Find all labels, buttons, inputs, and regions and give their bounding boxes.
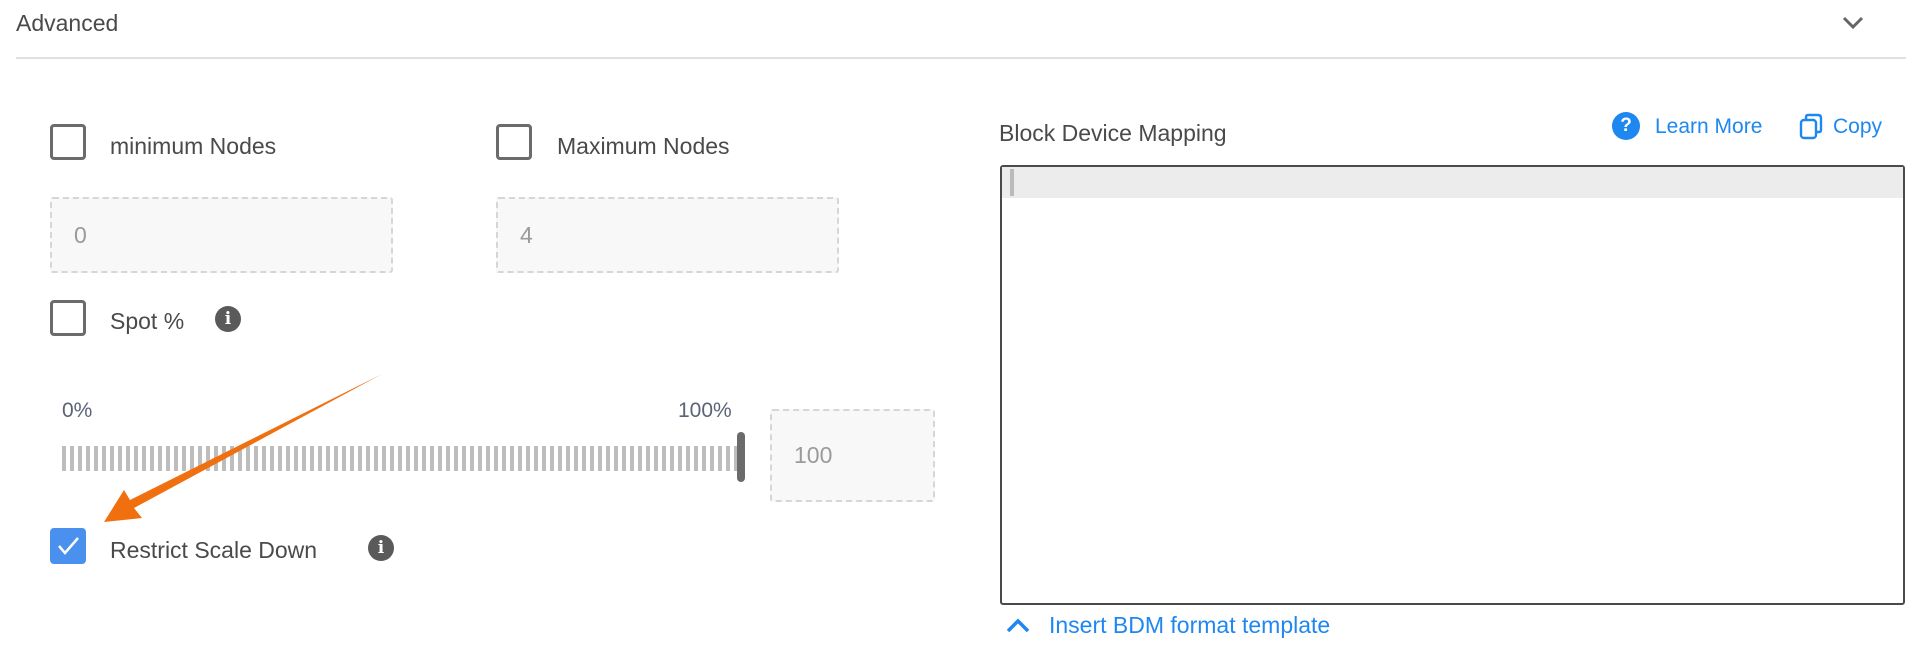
learn-more-link[interactable]: Learn More — [1655, 115, 1763, 138]
slider-min-label: 0% — [62, 399, 93, 422]
max-nodes-label: Maximum Nodes — [557, 133, 730, 159]
section-title: Advanced — [16, 10, 119, 36]
active-line — [1002, 167, 1903, 198]
max-nodes-input[interactable]: 4 — [496, 197, 839, 273]
divider — [16, 57, 1906, 59]
help-icon[interactable]: ? — [1612, 112, 1640, 140]
copy-link[interactable]: Copy — [1833, 115, 1883, 138]
min-nodes-checkbox[interactable] — [50, 124, 86, 160]
copy-icon[interactable] — [1798, 113, 1824, 141]
check-icon — [58, 537, 79, 555]
slider-max-label: 100% — [678, 399, 732, 422]
chevron-up-icon[interactable] — [1005, 615, 1031, 635]
spot-checkbox[interactable] — [50, 300, 86, 336]
spot-slider-thumb[interactable] — [737, 432, 745, 482]
max-nodes-checkbox[interactable] — [496, 124, 532, 160]
info-icon[interactable]: i — [215, 306, 241, 332]
spot-slider-track[interactable] — [62, 446, 745, 471]
min-nodes-input[interactable]: 0 — [50, 197, 393, 273]
restrict-scale-down-checkbox[interactable] — [50, 528, 86, 564]
text-cursor — [1010, 169, 1014, 196]
insert-bdm-template-link[interactable]: Insert BDM format template — [1049, 612, 1331, 638]
info-icon[interactable]: i — [368, 535, 394, 561]
spot-value-input[interactable]: 100 — [770, 409, 935, 502]
min-nodes-label: minimum Nodes — [110, 133, 277, 159]
spot-label: Spot % — [110, 308, 185, 334]
bdm-label: Block Device Mapping — [999, 120, 1227, 146]
restrict-scale-down-label: Restrict Scale Down — [110, 537, 318, 563]
bdm-editor[interactable] — [1000, 165, 1905, 605]
chevron-down-icon[interactable] — [1838, 8, 1868, 38]
